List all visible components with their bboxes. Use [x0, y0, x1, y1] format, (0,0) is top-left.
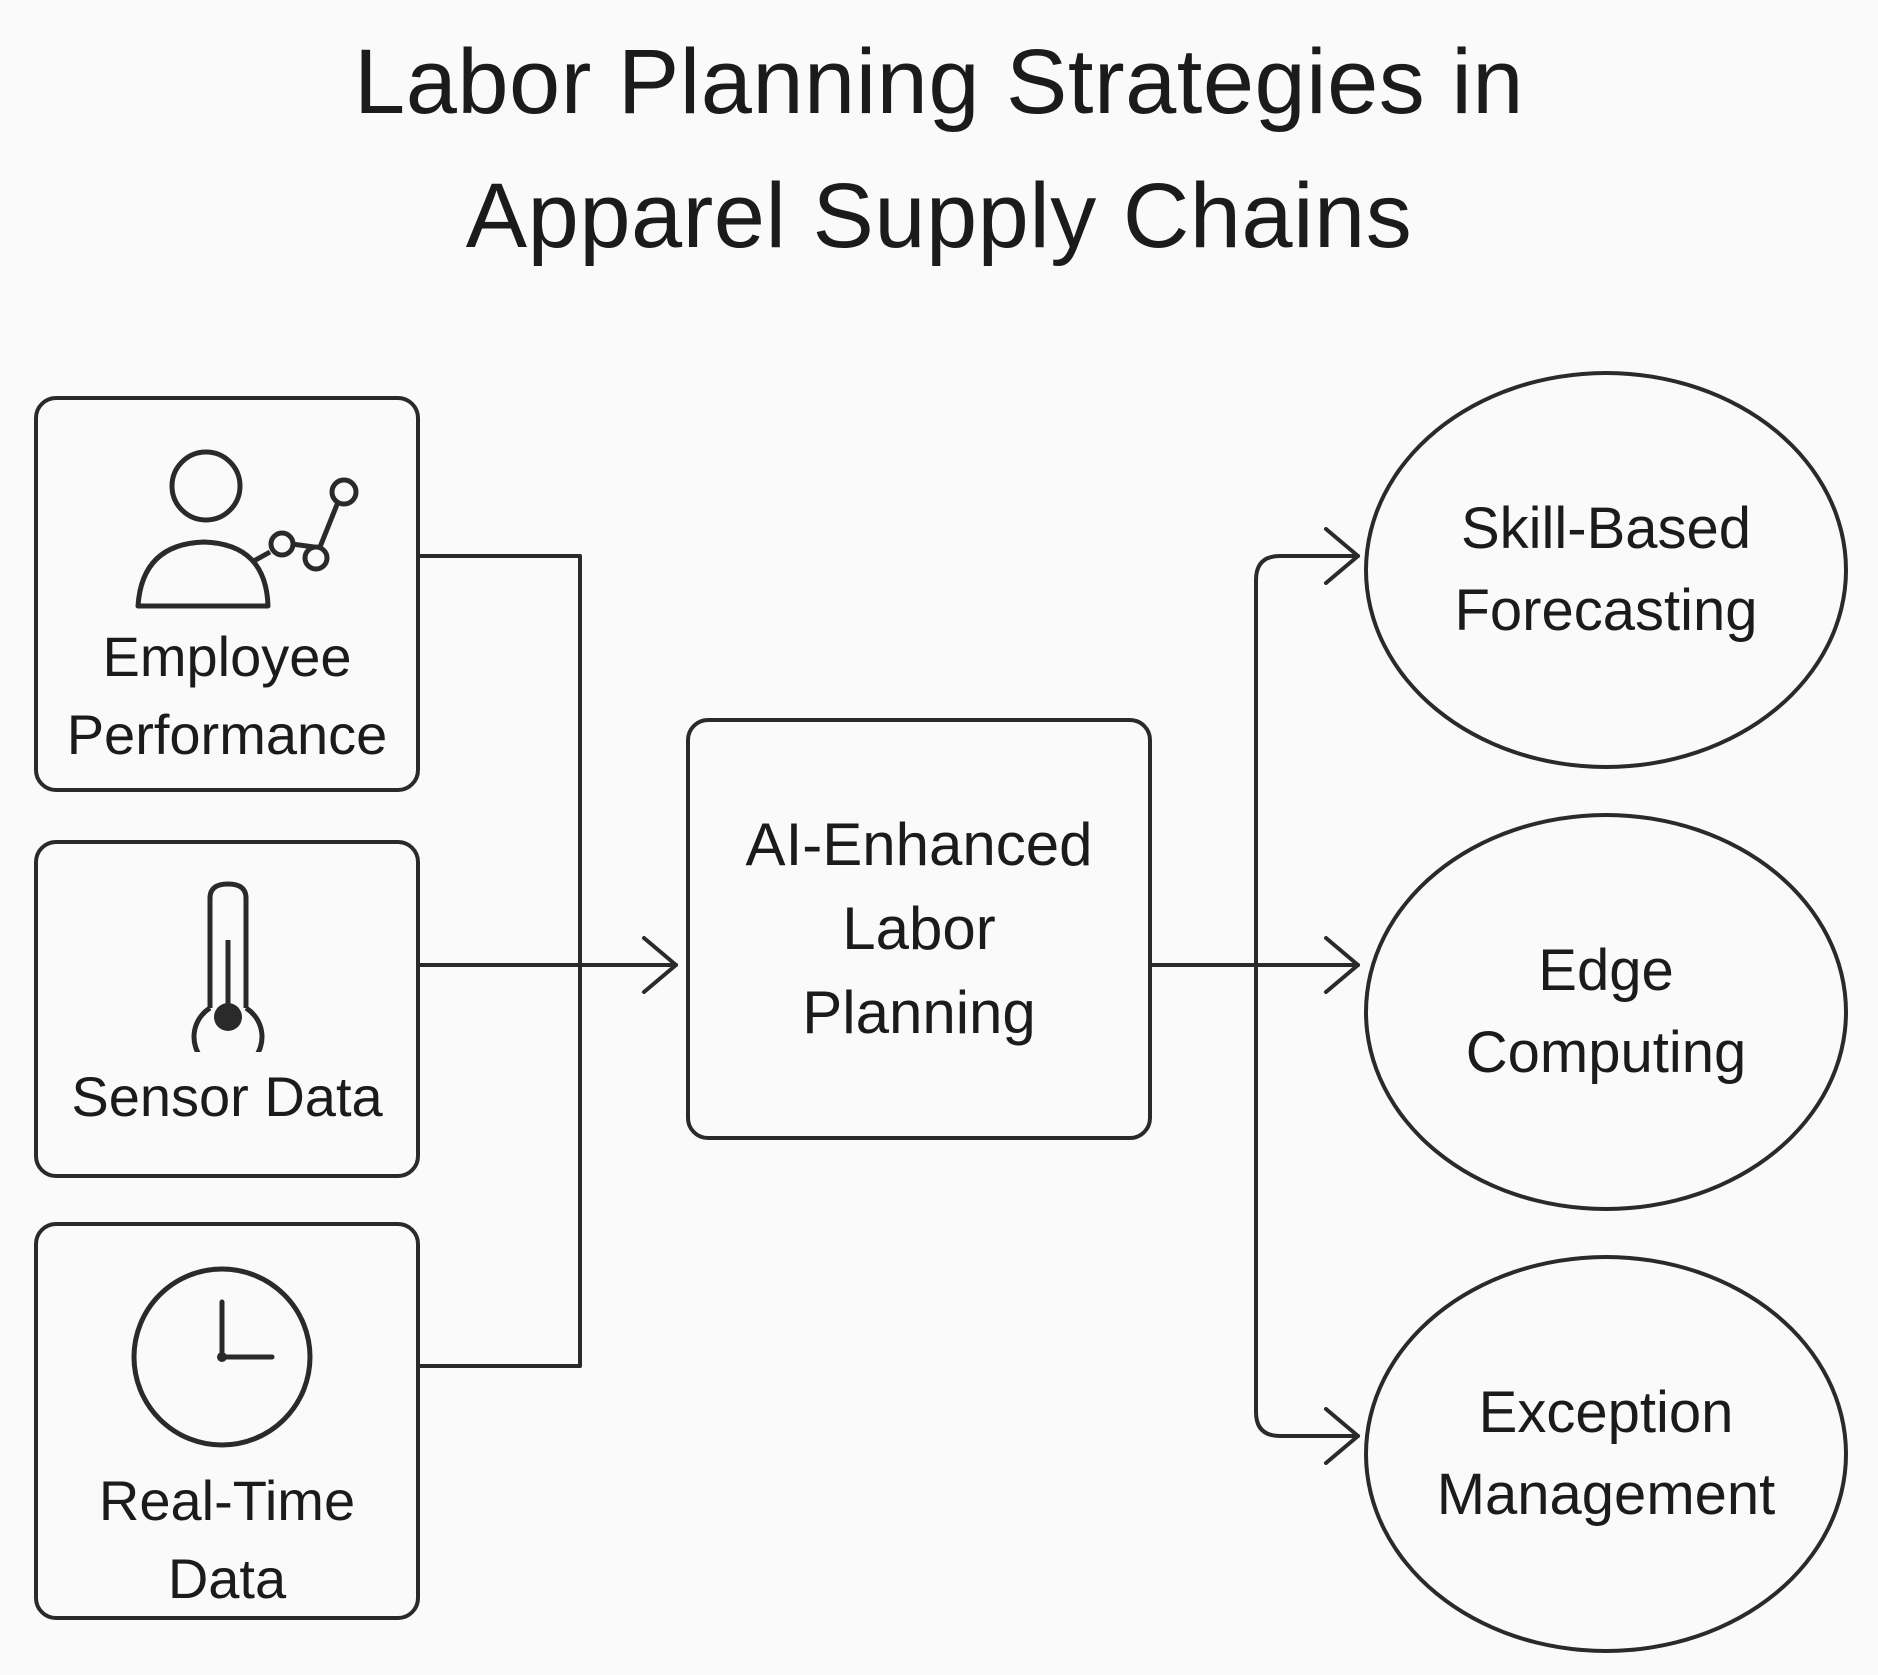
edge-computing-node: Edge Computing: [1364, 813, 1848, 1211]
person-network-icon: [135, 449, 359, 609]
skill-based-forecasting-node: Skill-Based Forecasting: [1364, 371, 1848, 769]
sensor-data-box: Sensor Data: [34, 840, 420, 1178]
title-line-1: Labor Planning Strategies in: [354, 31, 1524, 133]
real-time-data-label: Real-Time Data: [98, 1469, 356, 1610]
exception-management-node: Exception Management: [1364, 1255, 1848, 1653]
connector-branch: [1254, 554, 1360, 1438]
ai-enhanced-labor-planning-box: AI-Enhanced Labor Planning: [686, 718, 1152, 1140]
title-line-2: Apparel Supply Chains: [465, 165, 1413, 267]
connector-employee: [418, 554, 582, 1368]
real-time-data-box: Real-Time Data: [34, 1222, 420, 1620]
employee-performance-box: Employee Performance: [34, 396, 420, 792]
clock-icon: [131, 1266, 313, 1448]
arrowhead-edge: [1324, 936, 1360, 994]
employee-performance-label: Employee Performance: [66, 625, 388, 766]
sensor-data-label: Sensor Data: [71, 1065, 383, 1128]
arrowhead-exception: [1324, 1407, 1360, 1465]
arrowhead-skill: [1324, 527, 1360, 585]
arrowhead-center: [642, 936, 678, 994]
thermometer-icon: [191, 881, 265, 1052]
ai-enhanced-labor-planning-label: AI-Enhanced Labor Planning: [745, 811, 1093, 1046]
